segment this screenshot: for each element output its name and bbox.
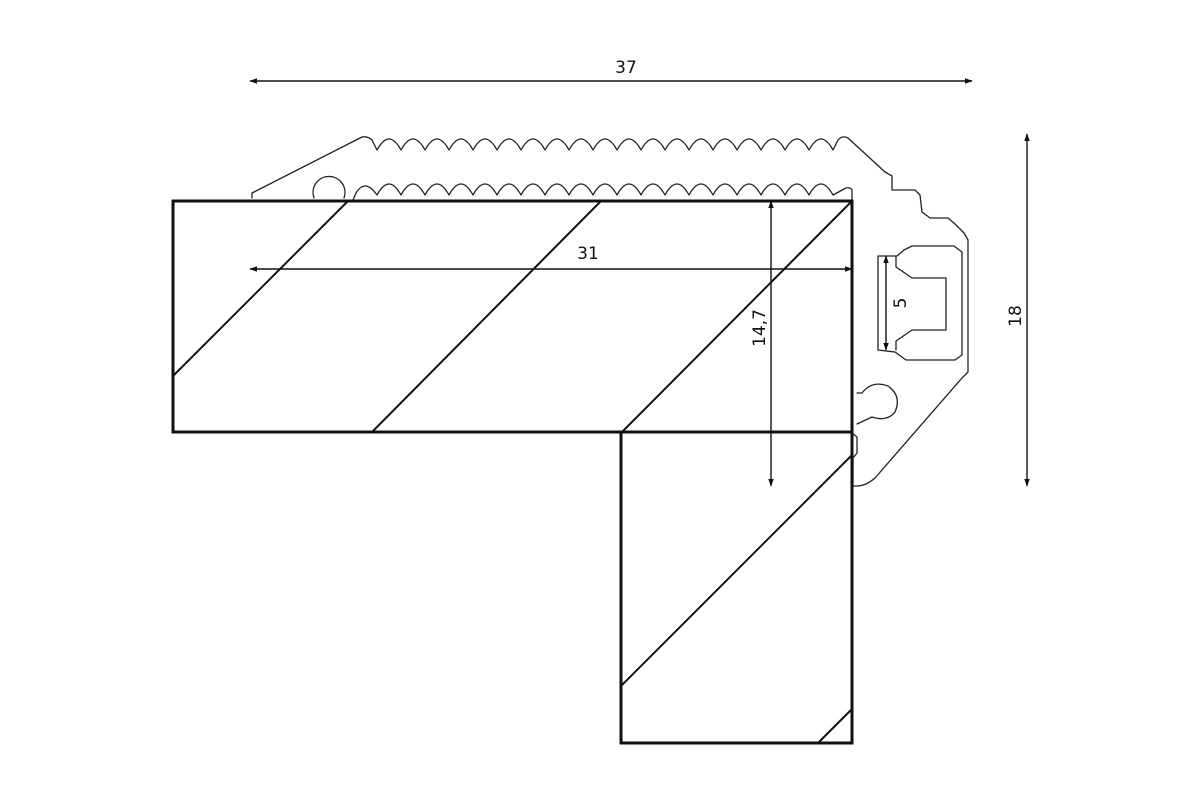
dimension-37-label: 37 <box>615 58 637 78</box>
tread-hatch-2 <box>371 200 602 433</box>
top-screw-lobe <box>312 175 346 199</box>
dimension-37: 37 <box>249 58 973 84</box>
dimension-31-label: 31 <box>577 244 599 264</box>
riser-board <box>619 430 854 745</box>
profile-inner-groove <box>352 183 853 201</box>
tread-rect <box>171 199 854 434</box>
dimension-14-7-label: 14,7 <box>750 309 770 347</box>
dimension-5-label: 5 <box>891 298 911 309</box>
profile-outer-contour <box>251 136 969 487</box>
dimension-18-label: 18 <box>1006 305 1026 327</box>
riser-hatch-1 <box>620 454 853 687</box>
insert-channel-inner <box>895 255 947 351</box>
insert-channel <box>877 245 963 361</box>
riser-rect <box>619 430 854 745</box>
tread-hatch-1 <box>172 200 349 377</box>
dimension-31: 31 <box>249 244 853 272</box>
dimension-14-7: 14,7 <box>750 200 774 487</box>
side-screw-lobe <box>856 383 898 425</box>
nosing-profile <box>251 136 969 487</box>
tread-board <box>171 199 854 434</box>
tread-hatch-3 <box>621 200 853 433</box>
dimension-18: 18 <box>1006 133 1030 487</box>
riser-hatch-2 <box>817 708 853 744</box>
dimension-5: 5 <box>883 255 911 351</box>
